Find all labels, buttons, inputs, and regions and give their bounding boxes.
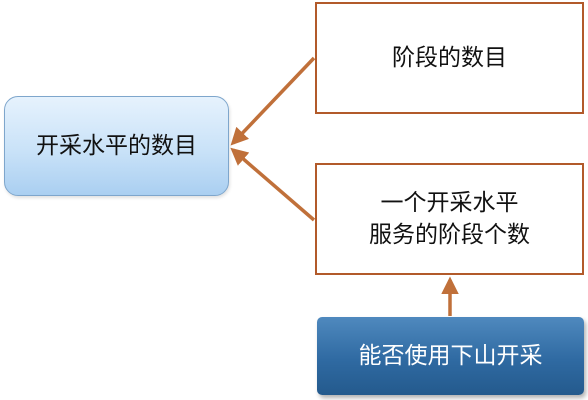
stage-count-box: 阶段的数目 bbox=[315, 2, 584, 114]
stages-per-level-line1: 一个开采水平 bbox=[380, 190, 519, 216]
downhill-mining-label: 能否使用下山开采 bbox=[358, 343, 543, 369]
arrow-mid-to-left bbox=[230, 147, 316, 222]
stages-per-level-line2: 服务的阶段个数 bbox=[369, 222, 530, 248]
stage-count-label: 阶段的数目 bbox=[392, 45, 507, 71]
stages-per-level-box: 一个开采水平 服务的阶段个数 bbox=[315, 163, 584, 275]
mining-level-count-box: 开采水平的数目 bbox=[4, 96, 229, 196]
arrow-top-to-left bbox=[230, 56, 316, 146]
downhill-mining-box: 能否使用下山开采 bbox=[317, 317, 584, 395]
mining-level-count-label: 开采水平的数目 bbox=[36, 133, 197, 159]
